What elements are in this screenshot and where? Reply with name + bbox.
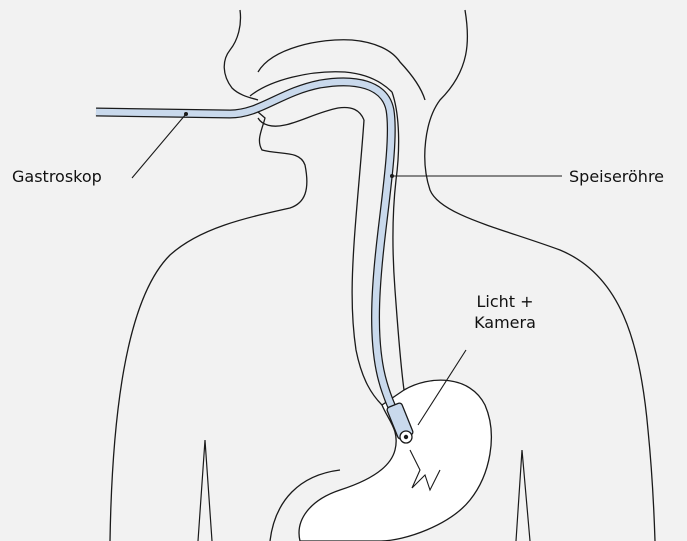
body-outline-left [110, 112, 307, 541]
label-light-camera-line2: Kamera [460, 312, 550, 333]
rib-line-right [516, 450, 530, 541]
label-light-camera-line1: Licht + [460, 291, 550, 312]
face-outline [224, 10, 258, 100]
label-gastroskop: Gastroskop [12, 166, 102, 187]
gastroscope-tube-fill [96, 82, 404, 432]
rib-line-left [198, 440, 212, 541]
label-light-camera: Licht + Kamera [460, 291, 550, 333]
leader-speiseroehre-dot [390, 174, 394, 178]
leader-gastroskop-dot [184, 112, 188, 116]
nasal-cavity [258, 40, 425, 100]
leader-gastroskop [132, 114, 186, 178]
label-speiseroehre: Speiseröhre [569, 166, 664, 187]
tongue [258, 108, 364, 127]
gastroscope-tube-outline [96, 82, 404, 432]
